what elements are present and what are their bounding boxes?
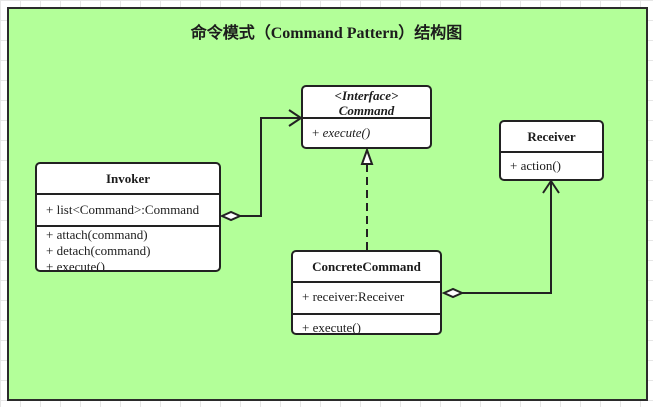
receiver-class-box[interactable]: Receiver + action() [499,120,604,181]
realization-triangle [360,147,374,165]
invoker-method-execute: + execute() [46,259,105,272]
receiver-name: Receiver [501,122,602,153]
command-name: Command [338,103,395,118]
invoker-aggregation-diamond [219,210,243,222]
concretecommand-name: ConcreteCommand [293,252,440,283]
invoker-method-attach: + attach(command) [46,227,148,242]
concrete-aggregation-diamond [441,287,465,299]
command-interface-box[interactable]: <Interface> Command + execute() [301,85,432,149]
concretecommand-method-execute: + execute() [302,320,361,335]
command-method-execute: execute() [322,125,371,140]
concretecommand-attribute: + receiver:Receiver [302,289,405,304]
command-methods: + execute() [303,119,430,141]
invoker-command-connector [240,117,301,217]
invoker-class-box[interactable]: Invoker + list<Command>:Command + attach… [35,162,221,272]
invoker-name: Invoker [37,164,219,195]
invoker-methods: + attach(command) + detach(command) + ex… [37,225,219,272]
concretecommand-class-box[interactable]: ConcreteCommand + receiver:Receiver + ex… [291,250,442,335]
receiver-open-arrow [542,179,560,194]
receiver-method: + action() [510,158,562,173]
invoker-method-detach: + detach(command) [46,243,151,258]
concrete-receiver-connector [462,181,552,294]
command-method-plus: + [312,125,323,140]
command-header: <Interface> Command [303,87,430,119]
diagram-title: 命令模式（Command Pattern）结构图 [190,25,463,42]
invoker-attributes: + list<Command>:Command [37,195,219,225]
concretecommand-methods: + execute() [293,313,440,335]
invoker-attribute: + list<Command>:Command [46,202,200,217]
concretecommand-attributes: + receiver:Receiver [293,283,440,313]
command-stereotype: <Interface> [334,88,399,103]
